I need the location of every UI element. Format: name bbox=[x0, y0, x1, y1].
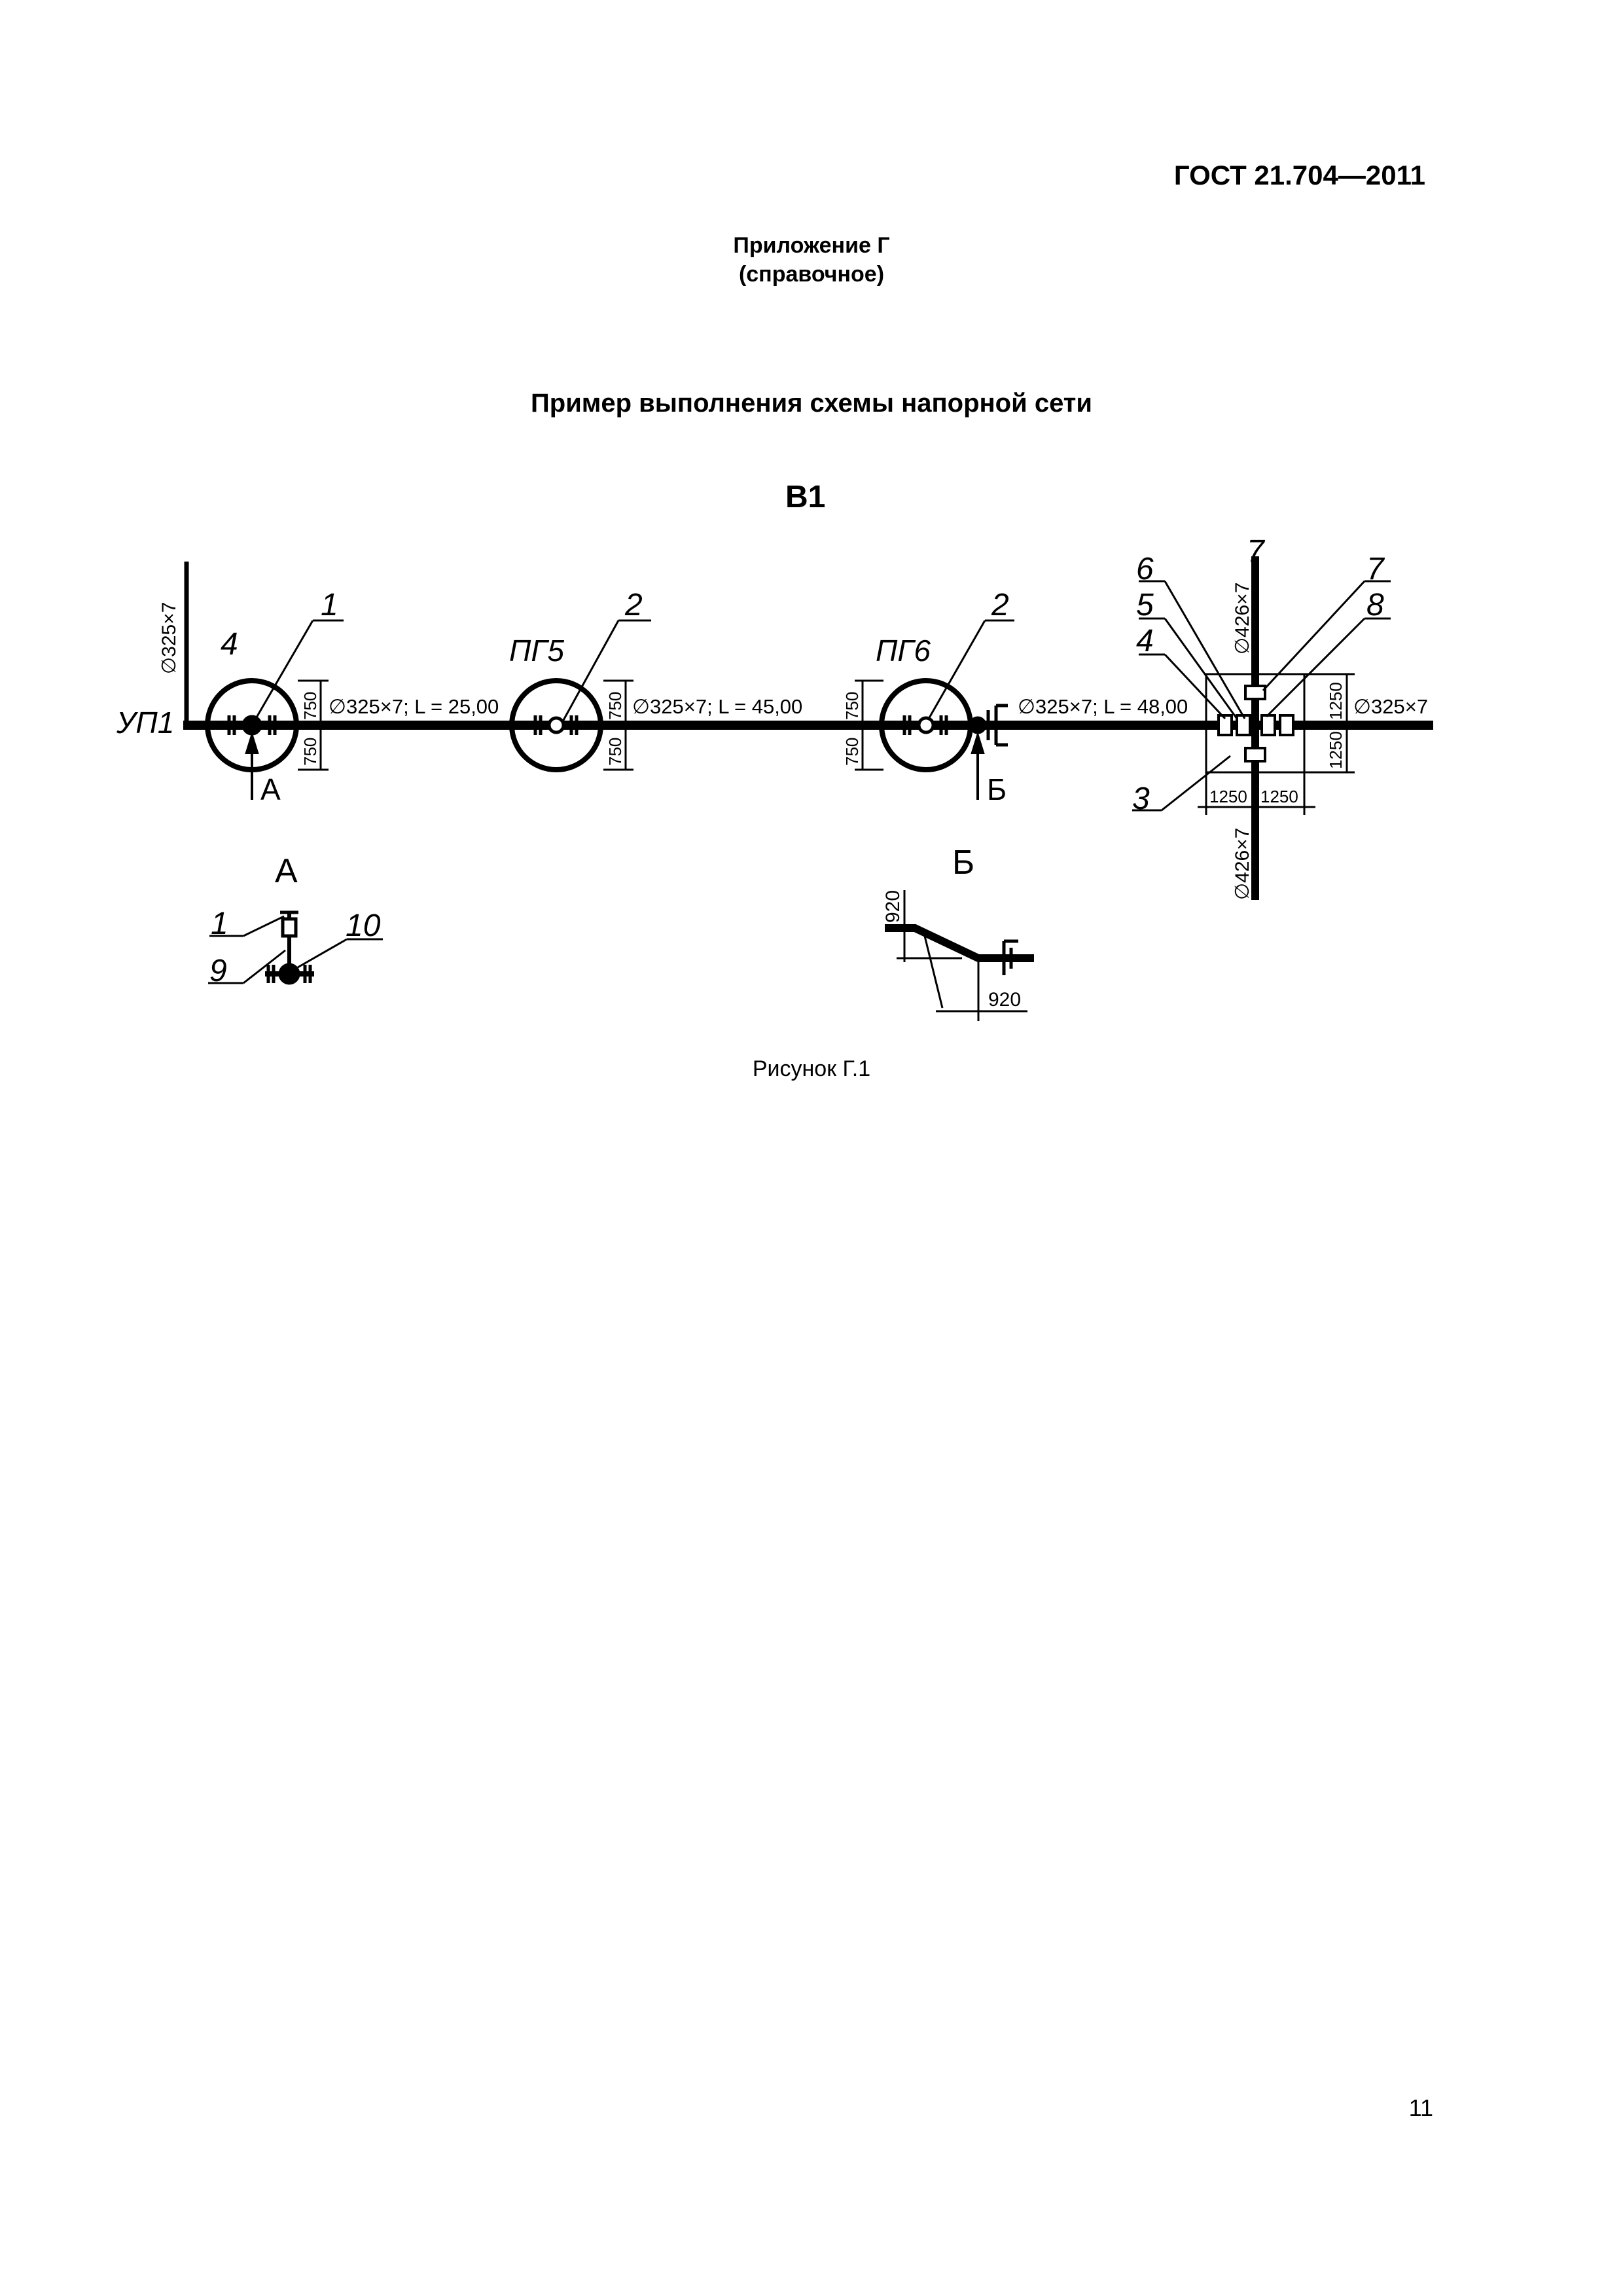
cross-pipe-label-top: ∅426×7 bbox=[1232, 583, 1253, 655]
segment-label-3: ∅325×7; L = 48,00 bbox=[1018, 695, 1188, 718]
appendix-note: (справочное) bbox=[738, 262, 885, 287]
pipe-cap bbox=[986, 704, 1008, 747]
section-title: Пример выполнения схемы напорной сети bbox=[531, 389, 1092, 418]
hydrant-label-2: ПГ6 bbox=[876, 634, 931, 668]
callout-1: 1 bbox=[321, 588, 338, 622]
network-code: В1 bbox=[785, 480, 825, 514]
callout-2-hydrant-1: 2 bbox=[624, 588, 643, 622]
dim-750-h2-top: 750 bbox=[842, 692, 862, 720]
dim-1250-right-top: 1250 bbox=[1326, 682, 1346, 720]
well-hydrant-1 bbox=[509, 678, 603, 772]
dim-1250-bottom-left: 1250 bbox=[1209, 787, 1247, 806]
section-mark-a: А bbox=[260, 772, 281, 806]
callout-7-pipe: 7 bbox=[1247, 534, 1266, 569]
callout-4-node: 4 bbox=[1136, 624, 1154, 658]
dim-750-w1-bottom: 750 bbox=[300, 738, 320, 766]
callout-4-well: 4 bbox=[221, 627, 238, 662]
segment-label-1: ∅325×7; L = 25,00 bbox=[329, 695, 499, 718]
view-a-assembly bbox=[265, 910, 314, 985]
view-b-dim-920-horizontal: 920 bbox=[988, 989, 1021, 1011]
dim-750-h1-top: 750 bbox=[605, 692, 625, 720]
dim-1250-right-bottom: 1250 bbox=[1326, 731, 1346, 769]
view-a-callout-10: 10 bbox=[346, 908, 381, 943]
view-a-callout-1: 1 bbox=[211, 906, 228, 941]
cross-node-valves bbox=[1217, 685, 1294, 762]
callout-6: 6 bbox=[1136, 552, 1154, 586]
dim-750-h2-bottom: 750 bbox=[842, 738, 862, 766]
view-b-dim-920-vertical: 920 bbox=[882, 890, 904, 923]
segment-label-end: ∅325×7 bbox=[1353, 695, 1428, 718]
view-a-label: А bbox=[275, 852, 298, 890]
appendix-title: Приложение Г bbox=[733, 233, 890, 258]
dim-1250-bottom-right: 1250 bbox=[1260, 787, 1298, 806]
view-b-cap bbox=[1002, 939, 1018, 975]
hydrant-fittings-1 bbox=[533, 715, 579, 735]
section-mark-b: Б bbox=[987, 772, 1007, 806]
dim-750-h1-bottom: 750 bbox=[605, 738, 625, 766]
callout-8: 8 bbox=[1366, 588, 1384, 622]
callout-5: 5 bbox=[1136, 588, 1154, 622]
hydrant-label-1: ПГ5 bbox=[509, 634, 564, 668]
start-node-label: УП1 bbox=[116, 706, 174, 740]
view-b-label: Б bbox=[952, 844, 974, 882]
cross-pipe-label-bottom: ∅426×7 bbox=[1232, 828, 1253, 900]
callout-7: 7 bbox=[1366, 552, 1385, 586]
callout-3: 3 bbox=[1132, 781, 1150, 816]
pipe-label-start-vertical: ∅325×7 bbox=[158, 602, 180, 674]
page-number: 11 bbox=[1408, 2094, 1433, 2121]
callout-2-hydrant-2: 2 bbox=[991, 588, 1009, 622]
view-a-callout-9: 9 bbox=[209, 954, 227, 988]
segment-label-2: ∅325×7; L = 45,00 bbox=[632, 695, 802, 718]
document-code: ГОСТ 21.704—2011 bbox=[1173, 160, 1425, 190]
figure-caption: Рисунок Г.1 bbox=[752, 1056, 871, 1081]
dim-750-w1-top: 750 bbox=[300, 692, 320, 720]
